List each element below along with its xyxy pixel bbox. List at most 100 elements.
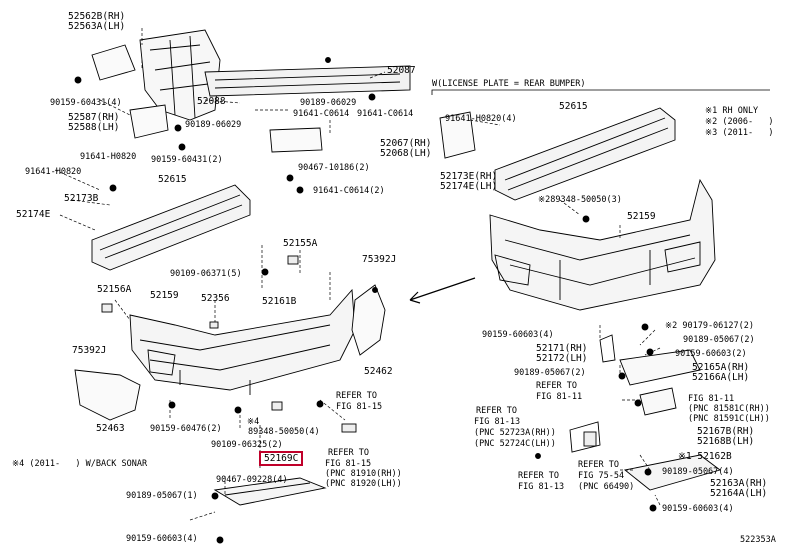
note-2: ※2 (2006- ) — [705, 117, 774, 127]
label-refer-81-13-f: FIG 81-13 — [518, 482, 565, 492]
label-89348-50050-4: 89348-50050(4) — [248, 427, 320, 437]
note-1: ※1 RH ONLY — [705, 106, 759, 116]
label-52167B: 52167B(RH) — [697, 426, 755, 437]
label-90159-60431-4: 90159-60431(4) — [50, 98, 122, 108]
label-52171: 52171(RH) — [536, 343, 588, 354]
side-cover-52463-shape — [74, 369, 141, 421]
label-90179-06127: ※2 90179-06127(2) — [665, 321, 755, 331]
label-89348-50050-3: ※289348-50050(3) — [538, 195, 622, 205]
note-4: ※4 (2011- ) W/BACK SONAR — [12, 459, 148, 469]
label-52462: 52462 — [364, 366, 393, 377]
label-52165A: 52165A(RH) — [692, 362, 750, 373]
label-90189-05067-2b: 90189-05067(2) — [514, 368, 586, 378]
label-refer-75-54-c: (PNC 66490) — [578, 482, 635, 492]
direction-arrow-shape — [409, 277, 476, 304]
label-refer-81-15-b: FIG 81-15 — [336, 402, 383, 412]
label-refer-81-15-f: (PNC 81920(LH)) — [325, 479, 402, 489]
label-52615-left: 52615 — [158, 174, 187, 185]
label-52173E: 52173E(RH) — [440, 171, 498, 182]
label-52174E-left: 52174E — [16, 209, 51, 220]
note-3: ※3 (2011- ) — [705, 128, 774, 138]
label-refer-81-13-b: FIG 81-13 — [474, 417, 521, 427]
bumper-cover-left-shape — [129, 288, 356, 391]
label-90109-06325: 90109-06325(2) — [211, 440, 283, 450]
label-90159-60603-4c: 90159-60603(4) — [662, 504, 734, 514]
label-75392J-b: 75392J — [72, 345, 107, 356]
reinforcement-left-shape — [91, 184, 251, 271]
side-cover-52462-shape — [351, 284, 386, 356]
label-52563A: 52563A(LH) — [68, 21, 126, 32]
label-90109-06371: 90109-06371(5) — [170, 269, 242, 279]
reinforcement-right-shape — [494, 107, 676, 201]
label-52587: 52587(RH) — [68, 112, 120, 123]
label-90467-09228: 90467-09228(4) — [216, 475, 288, 485]
label-52068: 52068(LH) — [380, 148, 432, 159]
label-52173B: 52173B — [64, 193, 99, 204]
label-refer-81-13-c: (PNC 52723A(RH)) — [474, 428, 556, 438]
label-52087: 52087 — [387, 65, 416, 76]
bracket-52173E-shape — [439, 111, 476, 159]
label-refer-81-11-b: FIG 81-11 — [536, 392, 583, 402]
bracket-52067-shape — [269, 127, 323, 153]
bracket-52587-shape — [129, 104, 169, 139]
label-refer-81-13-e: REFER TO — [518, 471, 559, 481]
label-refer-75-54-a: REFER TO — [578, 460, 619, 470]
label-90189-06029-a: 90189-06029 — [300, 98, 357, 108]
label-52161B: 52161B — [262, 296, 297, 307]
label-refer-81-11-a: REFER TO — [536, 381, 577, 391]
label-91641-C0614-a: 91641-C0614 — [293, 109, 350, 119]
label-refer-81-15-a: REFER TO — [336, 391, 377, 401]
variant-license-plate: W(LICENSE PLATE = REAR BUMPER) — [432, 79, 586, 89]
label-refer-81-11-e: (PNC 81591C(LH)) — [688, 414, 770, 424]
label-52562B: 52562B(RH) — [68, 11, 126, 22]
label-90159-60476: 90159-60476(2) — [150, 424, 222, 434]
label-52356: 52356 — [201, 293, 230, 304]
cover-52167B-shape — [639, 387, 677, 416]
label-52588: 52588(LH) — [68, 122, 120, 133]
catalog-number: 522353A — [740, 535, 776, 545]
bumper-cover-right-shape — [489, 178, 716, 311]
label-90159-60603-4b: 90159-60603(4) — [482, 330, 554, 340]
label-91641-H0820-b: 91641-H0820 — [25, 167, 82, 177]
label-90189-05067-4: 90189-05067(4) — [662, 467, 734, 477]
label-refer-81-15-d: FIG 81-15 — [325, 459, 372, 469]
label-refer-81-13-a: REFER TO — [476, 406, 517, 416]
label-52156A: 52156A — [97, 284, 132, 295]
label-52172: 52172(LH) — [536, 353, 588, 364]
label-90159-60431-2: 90159-60431(2) — [151, 155, 223, 165]
label-52163A: 52163A(RH) — [710, 478, 768, 489]
label-52162B: ※1 52162B — [678, 451, 732, 462]
step-right-shape — [619, 349, 701, 386]
label-refer-81-11-c: FIG 81-11 — [688, 394, 735, 404]
label-90467-10186: 90467-10186(2) — [298, 163, 370, 173]
label-75392J: 75392J — [362, 254, 397, 265]
label-refer-81-15-e: (PNC 81910(RH)) — [325, 469, 402, 479]
label-note4-mark: ※4 — [247, 417, 260, 427]
label-52088: 52088 — [197, 96, 226, 107]
label-52615-right: 52615 — [559, 101, 588, 112]
label-91641-H0820-4: 91641-H0820(4) — [445, 114, 517, 124]
highlighted-part-52169C[interactable]: 52169C — [259, 451, 304, 466]
bracket-52562-shape — [91, 44, 136, 81]
rail-shape — [204, 65, 411, 97]
label-refer-81-11-d: (PNC 81581C(RH)) — [688, 404, 770, 414]
label-52168B: 52168B(LH) — [697, 436, 755, 447]
label-52164A: 52164A(LH) — [710, 488, 768, 499]
pad-52163A-shape — [623, 454, 721, 491]
label-52067: 52067(RH) — [380, 138, 432, 149]
label-90159-60603-2: 90159-60603(2) — [675, 349, 747, 359]
label-refer-81-15-c: REFER TO — [328, 448, 369, 458]
label-refer-81-13-d: (PNC 52724C(LH)) — [474, 439, 556, 449]
label-52463: 52463 — [96, 423, 125, 434]
label-52159-left: 52159 — [150, 290, 179, 301]
label-91641-C0614-2: 91641-C0614(2) — [313, 186, 385, 196]
label-52174E-right: 52174E(LH) — [440, 181, 498, 192]
label-52159-right: 52159 — [627, 211, 656, 222]
label-91641-H0820-a: 91641-H0820 — [80, 152, 137, 162]
label-91641-C0614-b: 91641-C0614 — [357, 109, 414, 119]
bracket-52171-shape — [569, 334, 616, 453]
label-refer-75-54-b: FIG 75-54 — [578, 471, 625, 481]
frame-bracket-shape — [139, 29, 221, 121]
